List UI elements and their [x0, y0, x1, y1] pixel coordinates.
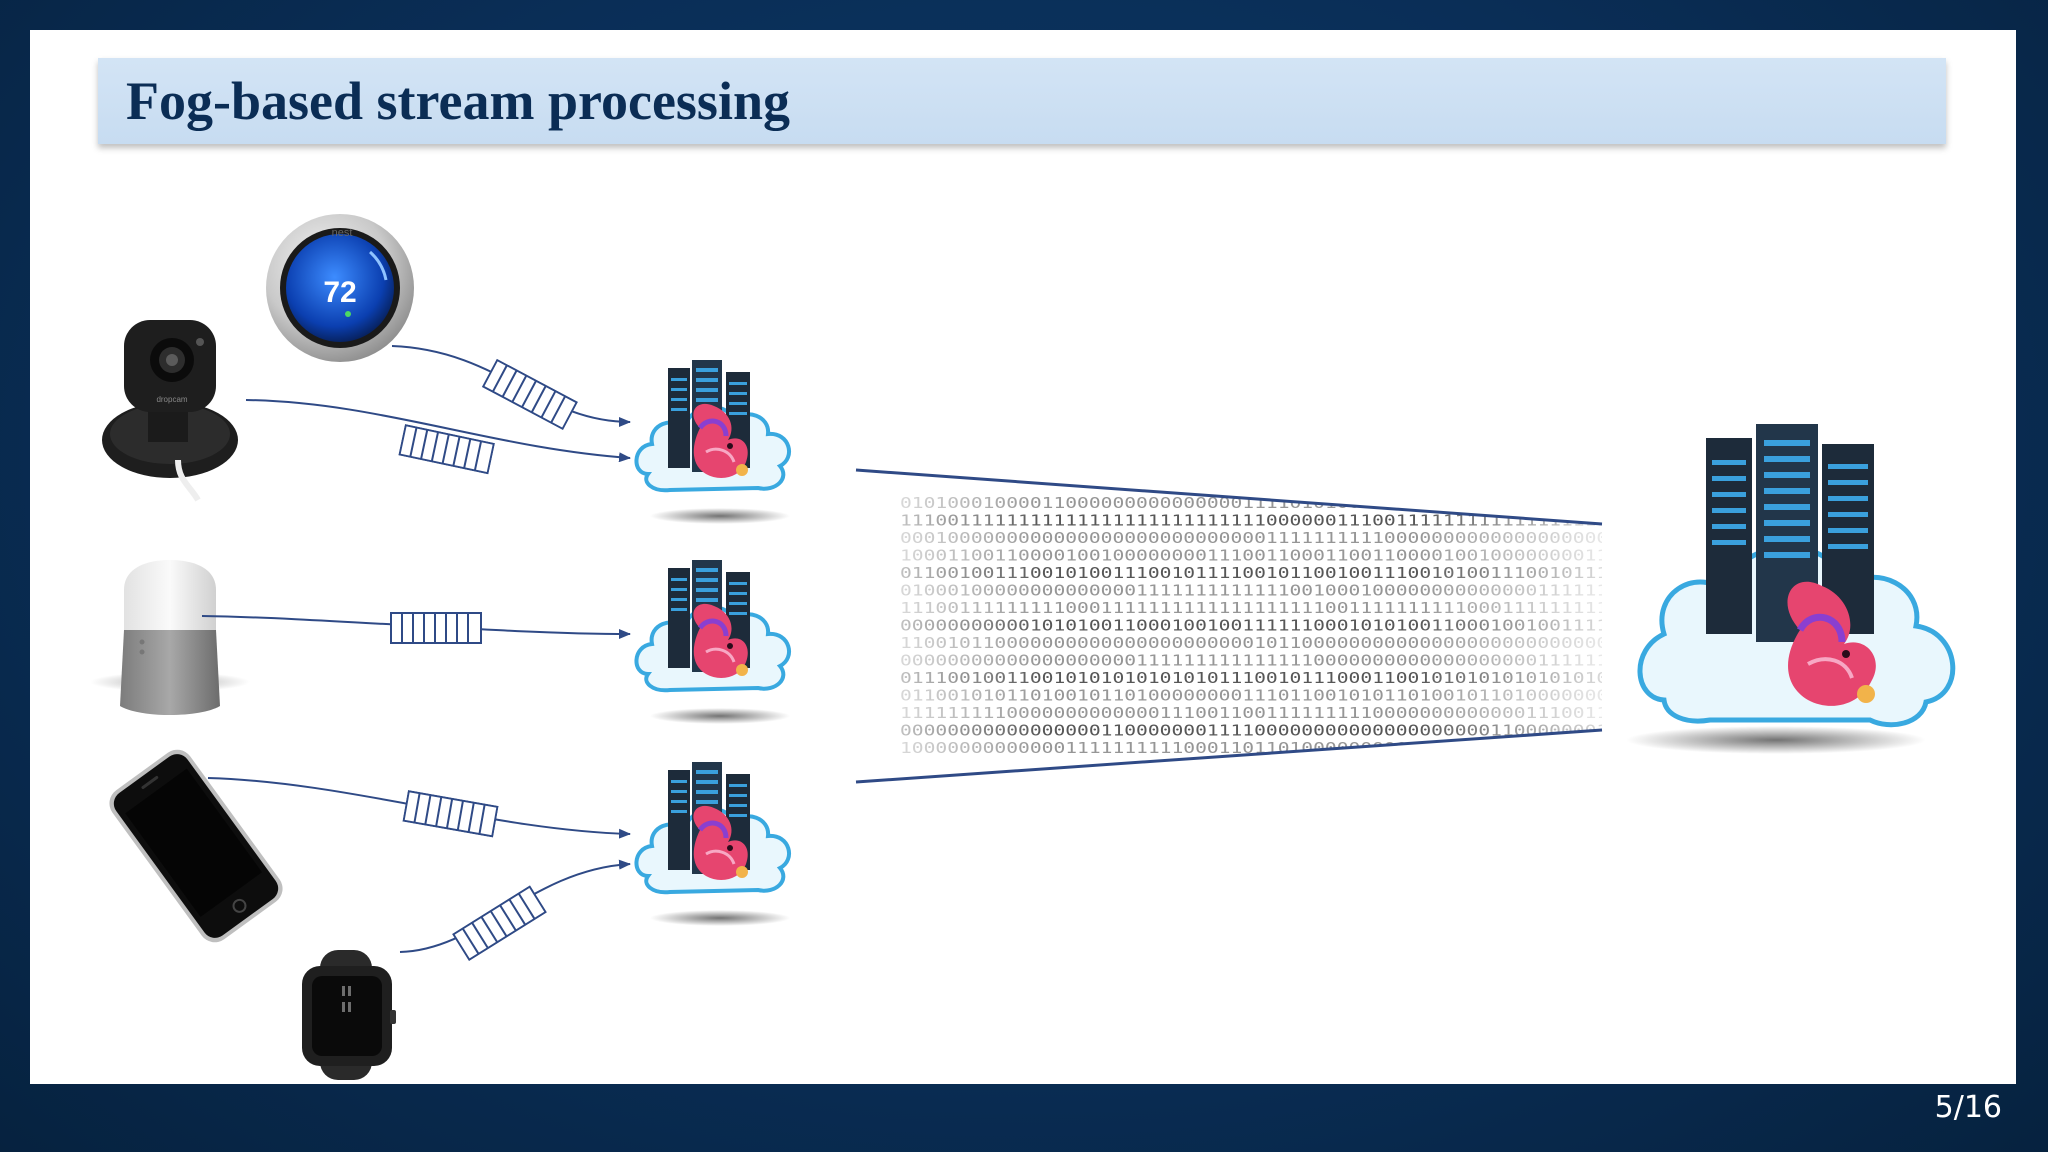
stream-processing-diagram: nest 72 dropcam — [90, 214, 1956, 1080]
slide-title: Fog-based stream processing — [126, 71, 790, 131]
smartphone-icon — [109, 749, 283, 943]
slide: Fog-based stream processing — [30, 30, 2016, 1084]
fog-node-icon — [636, 360, 790, 524]
queue-icon — [402, 790, 499, 838]
queue-icon — [482, 359, 578, 430]
queue-icon — [452, 885, 547, 961]
smartwatch-icon — [302, 950, 396, 1080]
queue-icon — [390, 612, 482, 644]
fog-node-icon — [636, 560, 790, 724]
thermostat-temperature: 72 — [323, 276, 356, 309]
queue-icon — [398, 424, 495, 475]
title-bar: Fog-based stream processing — [98, 58, 1946, 144]
camera-brand-label: dropcam — [156, 395, 187, 404]
nest-brand-label: nest — [332, 227, 353, 239]
page-number: 5/16 — [1934, 1090, 2002, 1125]
security-camera-icon: dropcam — [102, 320, 238, 502]
smart-speaker-icon — [90, 560, 250, 715]
cloud-datacenter-icon — [1626, 424, 1956, 754]
fog-node-icon — [636, 762, 790, 926]
binary-data-stream: 0101000100001100000000000000011110101000… — [855, 468, 1603, 784]
nest-thermostat-icon: nest 72 — [266, 214, 414, 362]
